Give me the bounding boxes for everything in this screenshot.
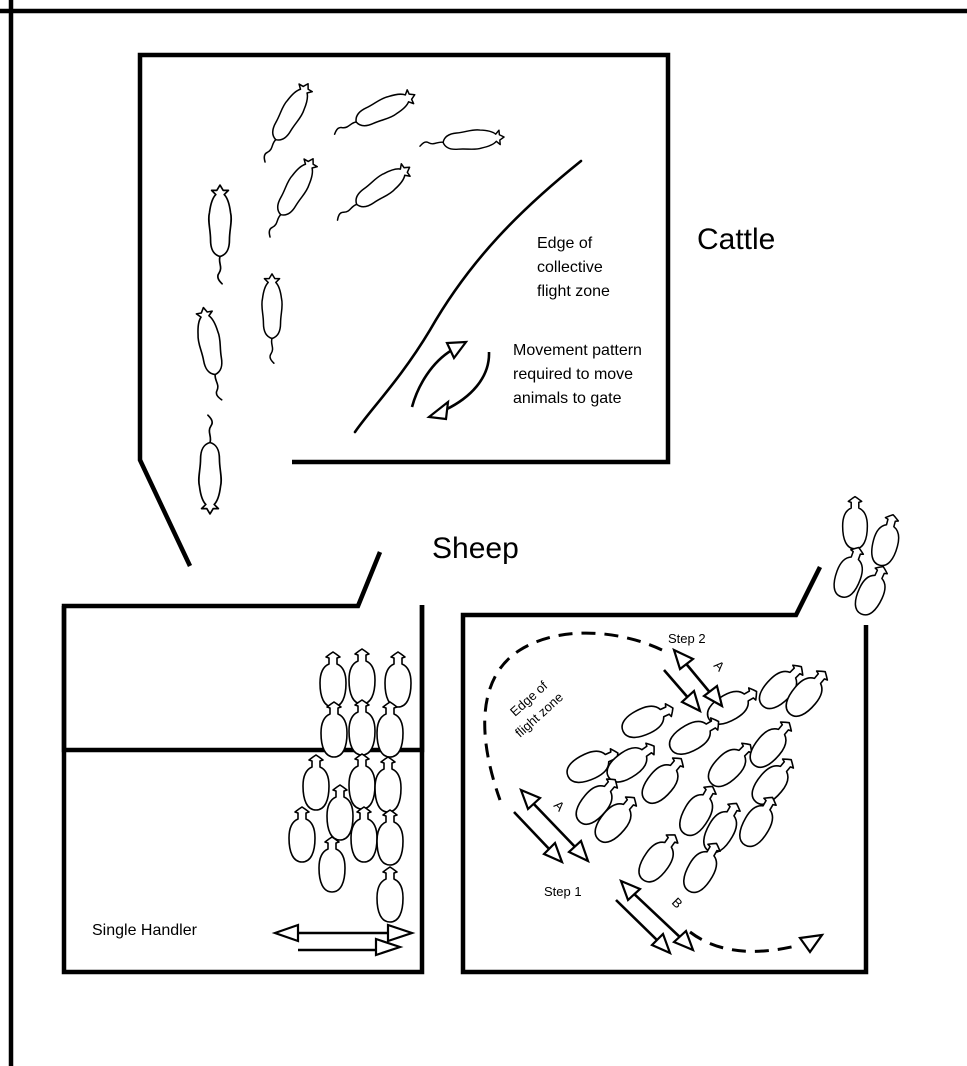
sheep bbox=[289, 807, 315, 862]
sheep bbox=[702, 735, 759, 792]
step2-label: Step 2 bbox=[668, 631, 706, 646]
flight-zone-edge-dashed-b bbox=[690, 932, 800, 951]
step2-arrow-a-1 bbox=[683, 660, 712, 695]
cow bbox=[209, 185, 231, 284]
sheep-pen-steps: Step 2 Step 1 A A B Edge of flight zone bbox=[463, 497, 905, 972]
cattle-title: Cattle bbox=[697, 223, 775, 256]
arrow-b-2 bbox=[616, 900, 660, 943]
sheep bbox=[349, 649, 375, 704]
movement-pattern-line-1: Movement pattern bbox=[513, 342, 642, 359]
sheep bbox=[351, 807, 377, 862]
cattle-pen: Edge of collective flight zone Movement … bbox=[140, 55, 668, 566]
flight-zone-dash-arrow-head bbox=[800, 935, 822, 952]
sheep-flock-steps bbox=[563, 657, 836, 897]
sheep bbox=[377, 867, 403, 922]
sheep bbox=[320, 652, 346, 707]
movement-arrow-right bbox=[445, 352, 489, 410]
cow bbox=[255, 79, 317, 166]
sheep bbox=[377, 810, 403, 865]
sheep bbox=[349, 754, 375, 809]
sheep bbox=[319, 837, 345, 892]
sheep bbox=[321, 702, 347, 757]
sheep bbox=[303, 755, 329, 810]
edge-collective-line-2: collective bbox=[537, 259, 603, 276]
sheep-flock-single bbox=[289, 649, 411, 922]
cow bbox=[329, 86, 419, 142]
arrow-b-label: B bbox=[669, 895, 686, 912]
sheep bbox=[868, 512, 905, 569]
handler-arrow-top-left-head bbox=[275, 925, 298, 941]
sheep bbox=[349, 700, 375, 755]
sheep-pen-single-handler: Single Handler bbox=[64, 552, 422, 955]
cow bbox=[260, 154, 322, 241]
edge-collective-line-3: flight zone bbox=[537, 283, 610, 300]
sheep bbox=[375, 757, 401, 812]
movement-arrow-left bbox=[412, 350, 452, 407]
sheep bbox=[618, 696, 679, 743]
arrow-a-label-top: A bbox=[711, 658, 728, 675]
single-handler-label: Single Handler bbox=[92, 922, 198, 939]
handler-arrow-top-right-head bbox=[388, 925, 412, 941]
cattle-pen-fence bbox=[140, 55, 668, 566]
cow bbox=[199, 415, 221, 514]
sheep bbox=[385, 652, 411, 707]
sheep bbox=[377, 702, 403, 757]
step2-arrow-a-1-head-top bbox=[674, 650, 693, 669]
cow bbox=[193, 306, 230, 402]
movement-pattern-line-3: animals to gate bbox=[513, 390, 622, 407]
step2-arrow-a-2 bbox=[664, 670, 690, 700]
cow bbox=[331, 159, 416, 227]
sheep-outside bbox=[829, 497, 905, 620]
cattle-herd bbox=[193, 79, 505, 514]
movement-pattern-line-2: required to move bbox=[513, 366, 633, 383]
sheep-title: Sheep bbox=[432, 532, 519, 565]
arrow-a-label-bottom: A bbox=[551, 798, 568, 815]
sheep bbox=[843, 497, 868, 549]
cow bbox=[419, 127, 505, 154]
movement-arrow-left-head bbox=[447, 342, 466, 358]
edge-collective-line-1: Edge of bbox=[537, 235, 593, 252]
cow bbox=[262, 274, 282, 363]
movement-arrow-right-head bbox=[429, 402, 448, 419]
step1-label: Step 1 bbox=[544, 884, 582, 899]
sheep bbox=[633, 828, 686, 888]
